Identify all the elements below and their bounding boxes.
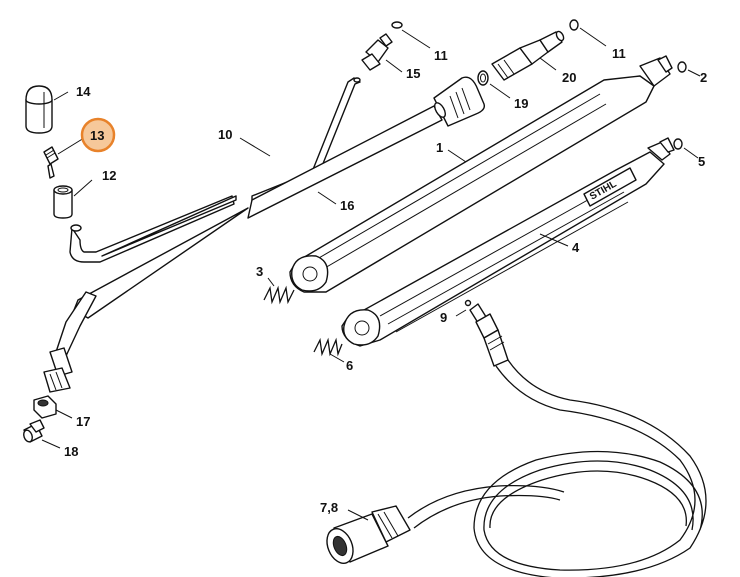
part-20-quick-coupling[interactable] bbox=[491, 30, 565, 81]
part-7-8-hose-coupling[interactable] bbox=[322, 505, 411, 567]
part-17-hex-nut[interactable] bbox=[33, 395, 57, 419]
callout-4[interactable]: 4 bbox=[572, 240, 580, 255]
part-19-o-ring[interactable] bbox=[477, 70, 489, 86]
callout-20[interactable]: 20 bbox=[562, 70, 576, 85]
part-5-o-ring[interactable] bbox=[673, 138, 683, 150]
callout-labels: 14 13 12 10 16 11 15 19 20 11 2 1 5 4 3 … bbox=[64, 46, 707, 515]
part-15-nipple[interactable] bbox=[361, 33, 393, 71]
callout-7-8[interactable]: 7,8 bbox=[320, 500, 338, 515]
lance-end-fitting bbox=[43, 347, 73, 393]
part-9-hose[interactable] bbox=[407, 299, 707, 577]
part-16-lance[interactable] bbox=[55, 76, 486, 357]
part-11-o-ring[interactable] bbox=[391, 21, 403, 29]
callout-13[interactable]: 13 bbox=[90, 128, 104, 143]
part-2-o-ring[interactable] bbox=[677, 61, 687, 73]
callout-11-top[interactable]: 11 bbox=[434, 48, 448, 63]
part-6-spring[interactable] bbox=[313, 337, 343, 357]
callout-1[interactable]: 1 bbox=[436, 140, 443, 155]
callout-12[interactable]: 12 bbox=[102, 168, 116, 183]
callout-17[interactable]: 17 bbox=[76, 414, 90, 429]
callout-18[interactable]: 18 bbox=[64, 444, 78, 459]
part-11-o-ring-2[interactable] bbox=[569, 19, 579, 31]
callout-5[interactable]: 5 bbox=[698, 154, 705, 169]
leader-lines bbox=[41, 27, 701, 521]
callout-11-right[interactable]: 11 bbox=[612, 46, 626, 61]
highlight-marker-13 bbox=[80, 117, 116, 153]
part-3-spring[interactable] bbox=[263, 285, 295, 305]
callout-10[interactable]: 10 bbox=[218, 127, 232, 142]
callout-14[interactable]: 14 bbox=[76, 84, 91, 99]
part-4-housing-half[interactable]: STIHL bbox=[341, 137, 675, 347]
callout-19[interactable]: 19 bbox=[514, 96, 528, 111]
part-13-nozzle-insert[interactable] bbox=[43, 146, 59, 179]
callout-15[interactable]: 15 bbox=[406, 66, 420, 81]
callout-3[interactable]: 3 bbox=[256, 264, 263, 279]
part-14-nozzle-cap[interactable] bbox=[25, 85, 53, 134]
callout-2[interactable]: 2 bbox=[700, 70, 707, 85]
part-1-housing-half[interactable] bbox=[289, 55, 673, 293]
callout-16[interactable]: 16 bbox=[340, 198, 354, 213]
callout-6[interactable]: 6 bbox=[346, 358, 353, 373]
callout-9[interactable]: 9 bbox=[440, 310, 447, 325]
part-18-adapter[interactable] bbox=[22, 419, 45, 443]
part-12-sleeve[interactable] bbox=[53, 185, 73, 219]
